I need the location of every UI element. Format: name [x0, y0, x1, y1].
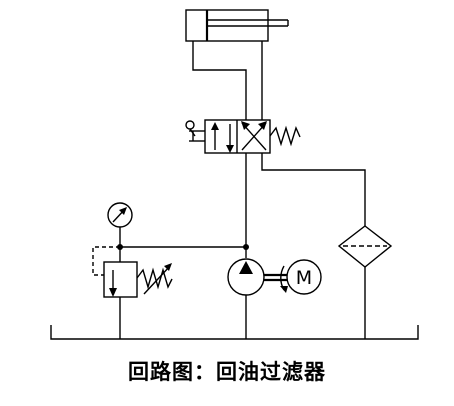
diagram-caption: 回路图：回油过滤器	[128, 359, 326, 384]
hydraulic-pump	[227, 258, 287, 339]
hydraulic-cylinder	[185, 9, 289, 42]
electric-motor: M	[280, 259, 322, 295]
motor-label: M	[296, 267, 312, 289]
oil-tank	[50, 325, 419, 340]
cylinder-supply-lines	[192, 41, 263, 120]
pressure-gauge	[107, 202, 133, 247]
return-oil-filter	[337, 225, 393, 339]
valve-outlet-lines	[245, 153, 366, 247]
relief-valve	[92, 246, 173, 339]
pressure-line	[117, 244, 249, 258]
directional-control-valve	[185, 119, 301, 154]
